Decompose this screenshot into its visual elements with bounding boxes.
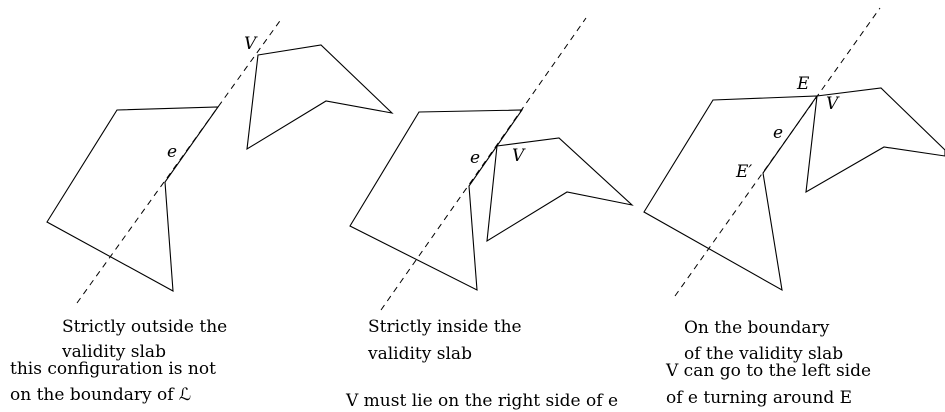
upper-polygon (486, 137, 634, 243)
edge-label-e: e (167, 142, 177, 162)
note-right-line2: of e turning around E (666, 388, 852, 408)
note-right-line1: V can go to the left side (665, 361, 871, 381)
upper-polygon (805, 87, 945, 194)
endpoint-label-E-prime: E′ (735, 162, 752, 182)
caption-boundary-line2: of the validity slab (684, 344, 843, 364)
caption-inside-line2: validity slab (367, 344, 472, 364)
caption-outside-line2: validity slab (61, 342, 166, 362)
slab-boundary-dashed-line (76, 17, 283, 304)
note-left-line1: this configuration is not (10, 359, 216, 379)
lower-polygon (643, 95, 819, 292)
panel-boundary: E V e E′ On the boundary of the validity… (643, 7, 945, 364)
vertex-label-v: V (244, 34, 258, 54)
caption-outside-line1: Strictly outside the (62, 317, 227, 337)
vertex-label-v: V (512, 146, 526, 166)
note-left-line2: on the boundary of ℒ (10, 385, 191, 405)
note-middle: V must lie on the right side of e (345, 391, 618, 411)
panel-inside: e V Strictly inside the validity slab (349, 17, 634, 364)
caption-inside-line1: Strictly inside the (368, 317, 522, 337)
vertex-label-v: V (826, 94, 840, 114)
lower-polygon (46, 106, 220, 292)
endpoint-label-E: E (796, 74, 810, 94)
lower-polygon (349, 109, 524, 291)
panel-outside: e V Strictly outside the validity slab (46, 17, 394, 362)
caption-boundary-line1: On the boundary (684, 318, 830, 338)
slab-boundary-dashed-line (380, 17, 587, 311)
upper-polygon (246, 44, 394, 151)
edge-label-e: e (470, 148, 480, 168)
edge-label-e: e (773, 123, 783, 143)
